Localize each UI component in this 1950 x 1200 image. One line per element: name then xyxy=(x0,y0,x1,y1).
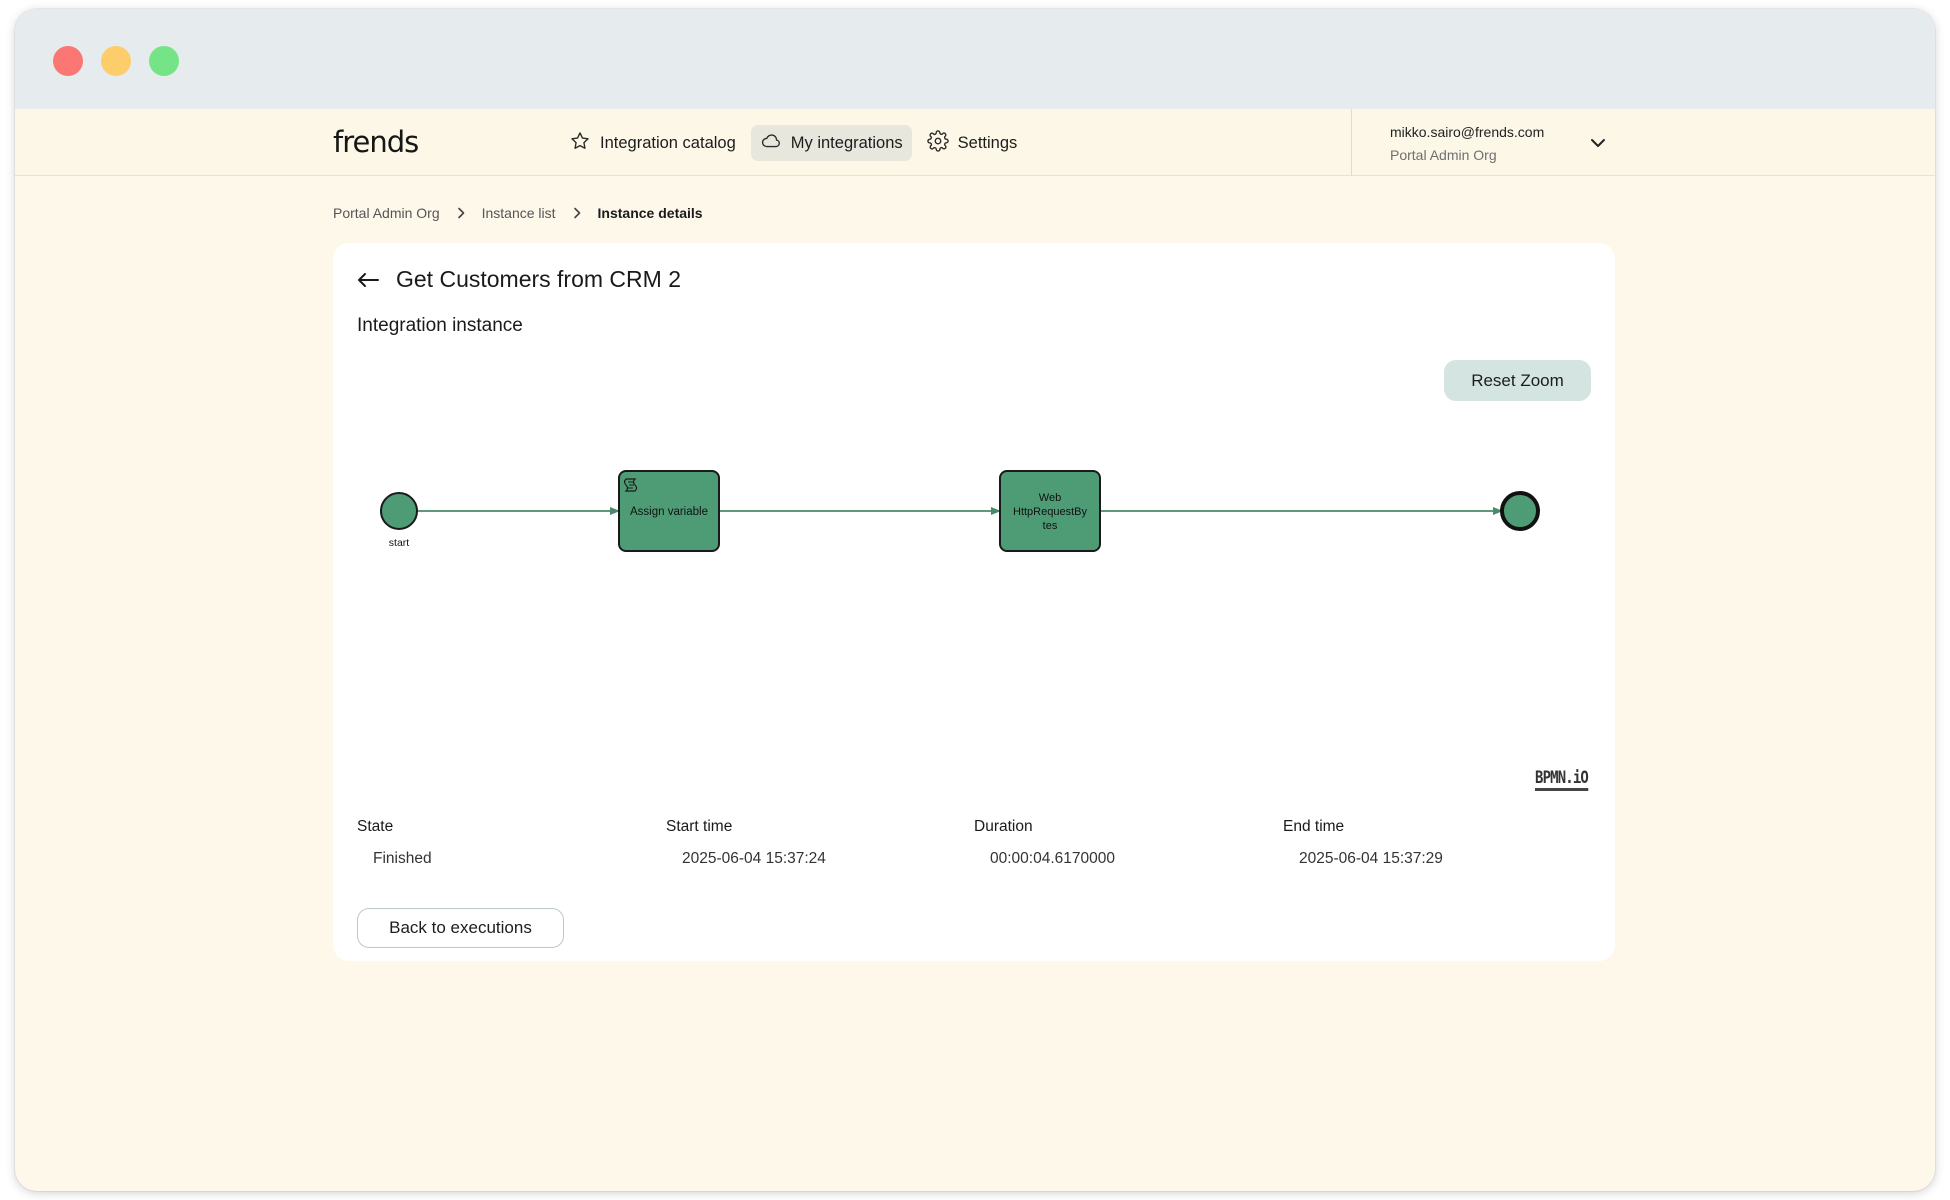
stat-label: End time xyxy=(1283,818,1345,835)
section-subtitle: Integration instance xyxy=(357,315,523,336)
stat-end-time: End time 2025-06-04 15:37:29 xyxy=(1283,818,1443,868)
stat-state: State Finished xyxy=(357,818,432,868)
breadcrumb: Portal Admin Org Instance list Instance … xyxy=(333,205,703,221)
stat-label: State xyxy=(357,818,394,835)
back-to-executions-button[interactable]: Back to executions xyxy=(357,908,564,948)
user-menu[interactable]: mikko.sairo@frends.com Portal Admin Org xyxy=(1351,109,1621,176)
end-event[interactable] xyxy=(1500,491,1540,531)
chevron-down-icon[interactable] xyxy=(1588,133,1608,153)
nav-integration-catalog[interactable]: Integration catalog xyxy=(560,125,745,161)
close-window-button[interactable] xyxy=(53,46,83,76)
frends-logo[interactable]: frends xyxy=(333,125,419,159)
bpmn-io-logo[interactable]: BPMN.iO xyxy=(1535,769,1589,791)
nav-label: Settings xyxy=(957,133,1018,152)
task-label: Assign variable xyxy=(630,506,708,518)
breadcrumb-instance-list[interactable]: Instance list xyxy=(481,205,556,221)
nav-my-integrations[interactable]: My integrations xyxy=(750,125,912,161)
breadcrumb-instance-details: Instance details xyxy=(597,205,703,221)
breadcrumb-org[interactable]: Portal Admin Org xyxy=(333,205,440,221)
start-event[interactable] xyxy=(380,492,418,530)
user-org: Portal Admin Org xyxy=(1390,147,1497,163)
task-label-line: tes xyxy=(1043,520,1058,532)
main-nav: Integration catalog My integrations Sett… xyxy=(560,125,1026,161)
gear-icon xyxy=(926,129,949,157)
stat-start-time: Start time 2025-06-04 15:37:24 xyxy=(666,818,826,868)
window-titlebar xyxy=(15,9,1935,109)
browser-window: frends Integration catalog My integratio… xyxy=(15,9,1935,1191)
page-title: Get Customers from CRM 2 xyxy=(396,266,681,292)
minimize-window-button[interactable] xyxy=(101,46,131,76)
task-label-line: Web xyxy=(1039,492,1061,504)
task-web-httprequestbytes[interactable] xyxy=(999,470,1101,552)
stat-label: Duration xyxy=(974,818,1033,835)
stat-value: Finished xyxy=(373,850,432,867)
reset-zoom-button[interactable]: Reset Zoom xyxy=(1444,360,1591,401)
star-icon xyxy=(569,130,591,157)
app-header: frends Integration catalog My integratio… xyxy=(15,109,1935,176)
stat-duration: Duration 00:00:04.6170000 xyxy=(974,818,1115,868)
instance-details-card: Get Customers from CRM 2 Integration ins… xyxy=(333,243,1615,961)
nav-label: My integrations xyxy=(790,133,903,152)
user-email: mikko.sairo@frends.com xyxy=(1390,124,1545,140)
stat-value: 2025-06-04 15:37:29 xyxy=(1299,850,1443,867)
task-label-line: HttpRequestBy xyxy=(1013,506,1087,518)
nav-settings[interactable]: Settings xyxy=(918,125,1027,161)
bpmn-diagram[interactable]: start Assign variable Web HttpRequestBy … xyxy=(333,243,1615,763)
maximize-window-button[interactable] xyxy=(149,46,179,76)
nav-label: Integration catalog xyxy=(600,133,736,152)
stat-value: 00:00:04.6170000 xyxy=(990,850,1115,867)
chevron-right-icon xyxy=(570,206,584,220)
back-arrow-icon[interactable] xyxy=(355,269,381,291)
cloud-icon xyxy=(760,130,782,157)
stat-value: 2025-06-04 15:37:24 xyxy=(682,850,826,867)
script-icon xyxy=(623,478,638,492)
chevron-right-icon xyxy=(454,206,468,220)
task-assign-variable[interactable] xyxy=(618,470,720,552)
stat-label: Start time xyxy=(666,818,733,835)
start-event-label: start xyxy=(389,537,410,549)
